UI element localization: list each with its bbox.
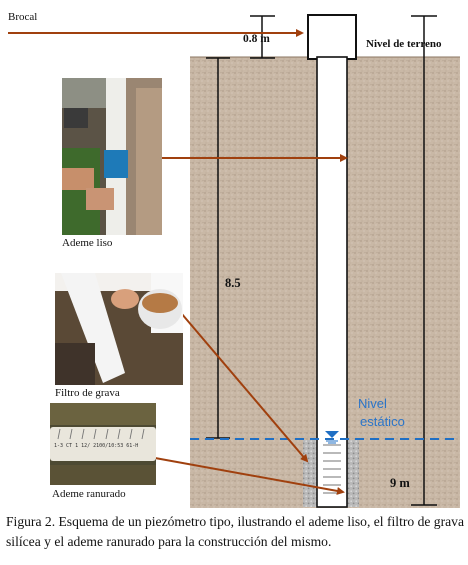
filtro-grava-arrow (169, 299, 309, 463)
static-level-label-2: estático (360, 414, 405, 429)
dimension-9m (411, 15, 437, 506)
slotted-casing (323, 444, 341, 494)
ademe-liso-label: Ademe liso (62, 237, 113, 249)
piezometer-diagram (8, 14, 460, 508)
depth-top-label: 0.8 m (243, 33, 270, 45)
static-level-label-1: Nivel (358, 396, 387, 411)
pipe-marking-text: 1-3 CT 1 12/ 2100/10:53 61-H (54, 443, 139, 449)
filtro-de-grava-photo (55, 273, 183, 385)
ademe-ranurado-arrow (154, 457, 345, 495)
water-level-triangle-icon (325, 431, 339, 438)
figure-caption: Figura 2. Esquema de un piezómetro tipo,… (6, 514, 464, 549)
depth-mid-label: 8.5 (225, 276, 241, 290)
ademe-liso-photo (62, 78, 162, 235)
depth-total-label: 9 m (390, 476, 410, 490)
brocal-label: Brocal (8, 11, 38, 23)
filtro-de-grava-label: Filtro de grava (55, 387, 120, 399)
ademe-ranurado-label: Ademe ranurado (52, 488, 126, 500)
brocal-top (307, 14, 357, 60)
dimension-0.8m (250, 15, 275, 59)
ground-level-label: Nivel de terreno (366, 38, 442, 50)
ademe-ranurado-photo: 1-3 CT 1 12/ 2100/10:53 61-H (50, 403, 156, 485)
